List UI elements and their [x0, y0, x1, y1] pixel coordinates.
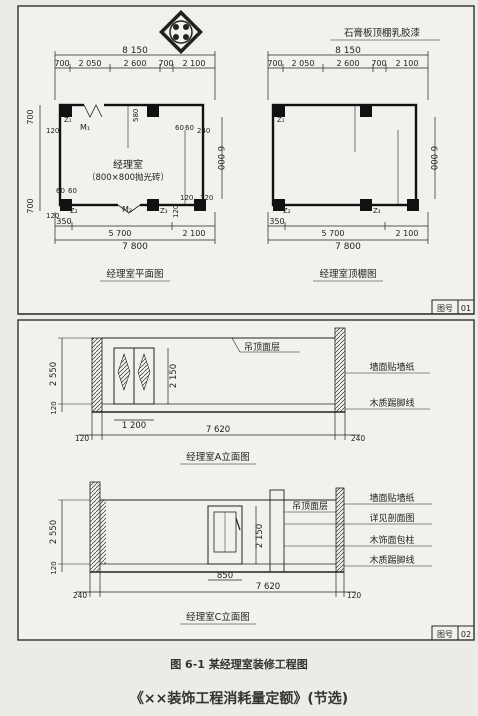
elev-a-left-end: 120 — [75, 434, 90, 443]
elev-a-base: 120 — [50, 401, 58, 414]
ceiling-bottom-seg-3: 2 100 — [396, 229, 419, 238]
elev-a-door-width: 1 200 — [122, 421, 146, 431]
plan-small-4: 60 — [68, 187, 77, 195]
elev-c-left-end: 240 — [73, 591, 88, 600]
plan-tag-z1: Z₁ — [64, 116, 72, 124]
elev-c-right-end: 120 — [347, 591, 362, 600]
plan-tag-z2: Z₂ — [70, 207, 78, 215]
elev-c-label-wallpaper: 墙面贴墙纸 — [369, 492, 414, 504]
ceiling-top-seg-1: 700 — [267, 59, 282, 68]
ceiling-top-seg-3: 2 600 — [337, 59, 360, 68]
sheet-01-number: 01 — [461, 304, 471, 313]
plan-column-z1 — [60, 105, 72, 117]
elev-a-height-total: 2 550 — [49, 362, 59, 386]
plan-room-label: 经理室 — [113, 158, 143, 171]
ceiling-note: 石膏板顶棚乳胶漆 — [344, 27, 421, 39]
elev-a-door-height: 2 150 — [169, 364, 179, 388]
elev-c-span: 7 620 — [256, 582, 280, 592]
elev-a-right-end: 240 — [351, 434, 366, 443]
sheet-01-number-box — [431, 299, 475, 315]
ceiling-tag-z1: Z₁ — [277, 116, 285, 124]
elevation-c: 2 550 120 2 150 850 240 7 620 120 吊顶面层 墙… — [49, 481, 432, 625]
figure-caption: 图 6-1 某经理室装修工程图 — [170, 658, 308, 671]
elev-a-span: 7 620 — [206, 425, 230, 435]
ceiling-tag-z3: Z₃ — [373, 207, 381, 215]
elev-c-label-column: 木饰面包柱 — [369, 534, 414, 546]
plan-right-dim: 6 000 — [215, 146, 225, 170]
ceiling-tag-z2: Z₂ — [283, 207, 291, 215]
plan-column-top-mid — [147, 105, 159, 117]
plan-column-z2 — [60, 199, 72, 211]
elev-a-label-skirting: 木质踢脚线 — [369, 397, 414, 409]
plan-top-seg-1: 700 — [54, 59, 69, 68]
elev-c-label-skirting: 木质踢脚线 — [369, 554, 414, 566]
elev-a-title: 经理室A立面图 — [186, 451, 250, 463]
compass-symbol — [159, 10, 203, 54]
plan-bottom-seg-3: 2 100 — [183, 229, 206, 238]
plan-column-z3 — [147, 199, 159, 211]
sheet-01-label: 图号 — [437, 304, 453, 313]
floor-plan: 8 150 700 2 050 2 600 700 2 100 Z₁ M₁ Z₂… — [26, 46, 225, 282]
sheet-01-frame — [17, 5, 475, 315]
elev-a-label-ceiling: 吊顶面层 — [244, 342, 280, 353]
ceiling-right-dim: 6 000 — [428, 146, 438, 170]
book-title: 《××装饰工程消耗量定额》(节选) — [129, 691, 349, 707]
elev-c-title: 经理室C立面图 — [186, 611, 250, 623]
plan-top-seg-4: 700 — [158, 59, 173, 68]
plan-tag-m2: M₂ — [122, 205, 132, 214]
plan-small-5: 120 — [180, 194, 193, 202]
ceiling-plan: 石膏板顶棚乳胶漆 8 150 700 2 050 2 600 700 2 100… — [267, 27, 440, 282]
plan-tag-m1: M₁ — [80, 123, 90, 132]
plan-top-total: 8 150 — [122, 46, 148, 56]
plan-top-seg-2: 2 050 — [79, 59, 102, 68]
ceiling-top-seg-2: 2 050 — [292, 59, 315, 68]
elev-c-base: 120 — [50, 561, 58, 574]
plan-small-8: 240 — [197, 127, 210, 135]
plan-small-3: 60 — [56, 187, 65, 195]
ceiling-bottom-seg-1: 350 — [269, 217, 284, 226]
plan-tag-z3: Z₃ — [160, 207, 168, 215]
plan-column-br — [194, 199, 206, 211]
sheet-02-number-box — [431, 625, 475, 641]
elevation-a: 2 550 120 2 150 1 200 120 7 620 240 吊顶面层… — [49, 327, 430, 465]
ceiling-top-seg-4: 700 — [371, 59, 386, 68]
elev-a-label-wallpaper: 墙面贴墙纸 — [369, 361, 414, 373]
plan-bottom-seg-2: 5 700 — [109, 229, 132, 238]
plan-small-10: 120 — [200, 194, 213, 202]
elev-c-door-height: 2 150 — [255, 524, 265, 548]
plan-bottom-total: 7 800 — [122, 242, 148, 252]
plan-bottom-seg-1: 350 — [56, 217, 71, 226]
ceiling-bottom-total: 7 800 — [335, 242, 361, 252]
sheet-02-label: 图号 — [437, 630, 453, 639]
plan-left-dim-2: 700 — [26, 198, 35, 213]
plan-floor-note: （800×800抛光砖） — [87, 172, 169, 183]
elev-c-door-width: 850 — [217, 571, 233, 581]
plan-small-1: 120 — [46, 127, 59, 135]
ceiling-top-seg-5: 2 100 — [396, 59, 419, 68]
plan-top-seg-5: 2 100 — [183, 59, 206, 68]
elev-c-label-section: 详见剖面图 — [369, 512, 414, 524]
plan-small-11: 120 — [172, 205, 180, 218]
ceiling-top-total: 8 150 — [335, 46, 361, 56]
elev-c-height-total: 2 550 — [49, 520, 59, 544]
plan-small-2: 120 — [46, 212, 59, 220]
sheet-02-number: 02 — [461, 630, 471, 639]
plan-title: 经理室平面图 — [106, 268, 163, 280]
plan-small-7: 60 — [185, 124, 194, 132]
plan-left-dim-1: 700 — [26, 109, 35, 124]
plan-small-6: 60 — [175, 124, 184, 132]
ceiling-bottom-seg-2: 5 700 — [322, 229, 345, 238]
plan-top-seg-3: 2 600 — [124, 59, 147, 68]
elev-c-label-ceiling: 吊顶面层 — [292, 501, 328, 512]
plan-small-9: 580 — [132, 109, 140, 122]
ceiling-title: 经理室顶棚图 — [319, 268, 376, 280]
